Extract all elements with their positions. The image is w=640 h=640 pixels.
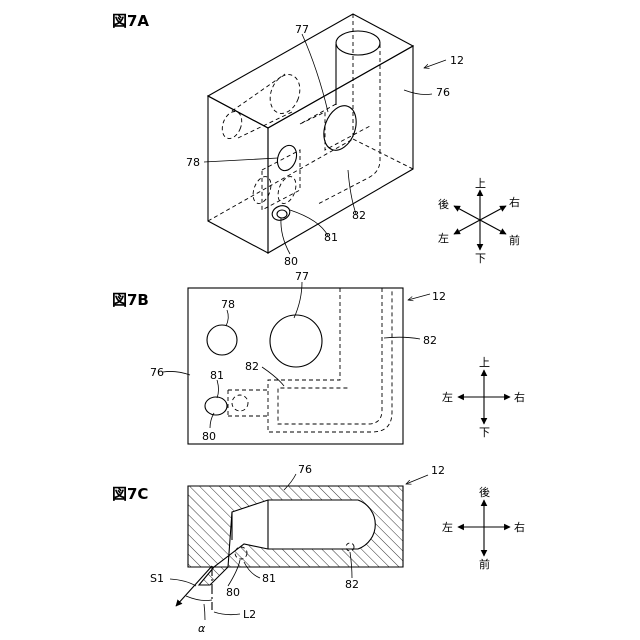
ref-alpha: α bbox=[198, 622, 206, 635]
dir-down-b: 下 bbox=[479, 426, 490, 439]
angle-alpha-arc bbox=[186, 596, 212, 601]
dir-right: 右 bbox=[509, 195, 520, 209]
figure-7b: 図7B 78 77 12 82 82 76 81 80 bbox=[112, 270, 525, 444]
ref-81-c: 81 bbox=[262, 572, 276, 585]
compass-4way-b: 上 下 左 右 bbox=[442, 356, 525, 439]
figure-7b-title: 図7B bbox=[112, 291, 149, 309]
dir-back-c: 後 bbox=[479, 485, 490, 499]
dir-back: 後 bbox=[438, 197, 449, 211]
figure-7a-title: 図7A bbox=[112, 12, 149, 30]
block-isometric bbox=[208, 14, 413, 253]
dir-right-c: 右 bbox=[514, 520, 525, 534]
ref-76: 76 bbox=[436, 86, 450, 99]
leaders-7a bbox=[204, 34, 432, 254]
hole-78 bbox=[219, 70, 305, 173]
axis-s1 bbox=[176, 566, 212, 606]
ref-81: 81 bbox=[324, 231, 338, 244]
hole-81-front bbox=[205, 397, 227, 415]
ref-76-b: 76 bbox=[150, 366, 164, 379]
ref-12: 12 bbox=[450, 54, 464, 67]
ref-78-b: 78 bbox=[221, 298, 235, 311]
passage-82 bbox=[250, 104, 380, 210]
hole-78-front bbox=[207, 325, 237, 355]
ref-12-arrow-b bbox=[408, 294, 430, 300]
ref-82-b1: 82 bbox=[423, 334, 437, 347]
dir-left: 左 bbox=[438, 232, 449, 245]
ref-82-c: 82 bbox=[345, 578, 359, 591]
dir-left-c: 左 bbox=[442, 521, 453, 534]
ref-80-b: 80 bbox=[202, 430, 216, 443]
ref-80: 80 bbox=[284, 255, 298, 268]
ref-l2: L2 bbox=[243, 608, 256, 621]
ref-77: 77 bbox=[295, 23, 309, 36]
ref-12-b: 12 bbox=[432, 290, 446, 303]
figure-7a: 図7A bbox=[112, 12, 520, 268]
ref-78: 78 bbox=[186, 156, 200, 169]
dir-up-b: 上 bbox=[479, 356, 490, 369]
dir-front: 前 bbox=[509, 233, 520, 247]
compass-4way-c: 後 前 左 右 bbox=[442, 485, 525, 571]
ref-12-arrow bbox=[424, 60, 446, 68]
hidden-edges bbox=[208, 14, 413, 221]
leaders-7b bbox=[163, 282, 420, 428]
hole-77-front bbox=[270, 315, 322, 367]
ref-77-b: 77 bbox=[295, 270, 309, 283]
dir-up: 上 bbox=[475, 177, 486, 190]
ref-s1: S1 bbox=[150, 572, 164, 585]
figure-7c-title: 図7C bbox=[112, 485, 148, 503]
section-hatched bbox=[188, 486, 403, 585]
compass-6way: 上 下 後 右 左 前 bbox=[438, 177, 520, 265]
ref-81-b: 81 bbox=[210, 369, 224, 382]
ref-12-arrow-c bbox=[406, 475, 428, 484]
ref-12-c: 12 bbox=[431, 464, 445, 477]
ref-76-c: 76 bbox=[298, 463, 312, 476]
ref-82-b2: 82 bbox=[245, 360, 259, 373]
dir-down: 下 bbox=[475, 252, 486, 265]
block-front-view bbox=[188, 288, 403, 444]
hole-77 bbox=[318, 31, 380, 155]
figure-7c: 図7C 76 12 80 81 82 S1 L2 α bbox=[112, 463, 525, 635]
ref-80-c: 80 bbox=[226, 586, 240, 599]
dir-left-b: 左 bbox=[442, 391, 453, 404]
ref-82: 82 bbox=[352, 209, 366, 222]
dir-front-c: 前 bbox=[479, 557, 490, 571]
dir-right-b: 右 bbox=[514, 390, 525, 404]
